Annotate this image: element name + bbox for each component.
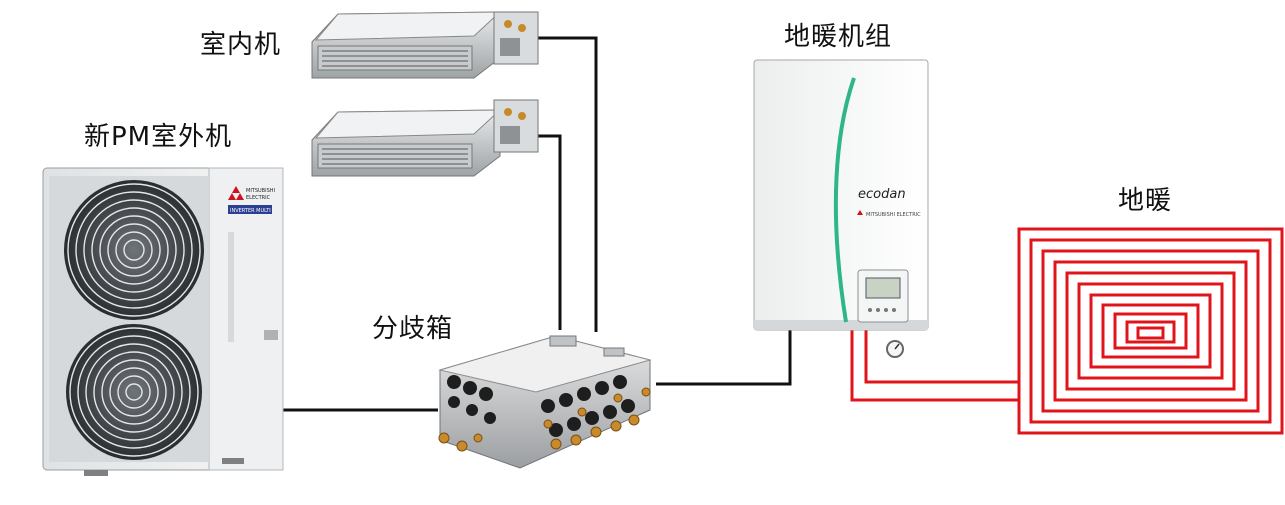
label-outdoor-unit: 新PM室外机 [84,122,233,152]
indoor-unit-1-icon [311,11,539,79]
floor-heating-coil-icon [1017,227,1284,435]
label-floor-heating: 地暖 [1118,186,1173,216]
fan-grille-top [49,176,209,320]
pipe-branch-to-hydro [656,328,792,386]
mitsubishi-logo-icon [228,186,244,200]
fan-grille-bottom [49,320,209,462]
label-branch-box: 分歧箱 [372,314,454,344]
ecodan-logo: ecodan [858,187,906,202]
label-indoor-unit: 室内机 [200,30,282,60]
pipe-indoor-1 [532,36,598,332]
label-heat-pump-unit: 地暖机组 [784,22,893,52]
ecodan-maker: MITSUBISHI ELECTRIC [866,212,921,218]
refrigerant-piping [283,36,792,412]
outdoor-brand-1: MITSUBISHI [246,188,275,194]
pipe-indoor-2 [532,134,562,330]
outdoor-unit-icon: MITSUBISHI ELECTRIC INVERTER MULTI [42,167,284,476]
water-piping [850,330,1019,402]
outdoor-series: INVERTER MULTI [230,208,271,214]
ecodan-stripe [833,77,856,323]
pipe-hydro-supply [850,330,1019,402]
indoor-unit-2-icon [311,99,539,177]
ecodan-hydrobox-icon: ecodan MITSUBISHI ELECTRIC [753,59,929,358]
controller-panel-icon [857,269,909,323]
pipe-hydro-return [864,330,1019,384]
outdoor-brand-2: ELECTRIC [246,195,271,201]
branch-box-icon [438,335,652,469]
